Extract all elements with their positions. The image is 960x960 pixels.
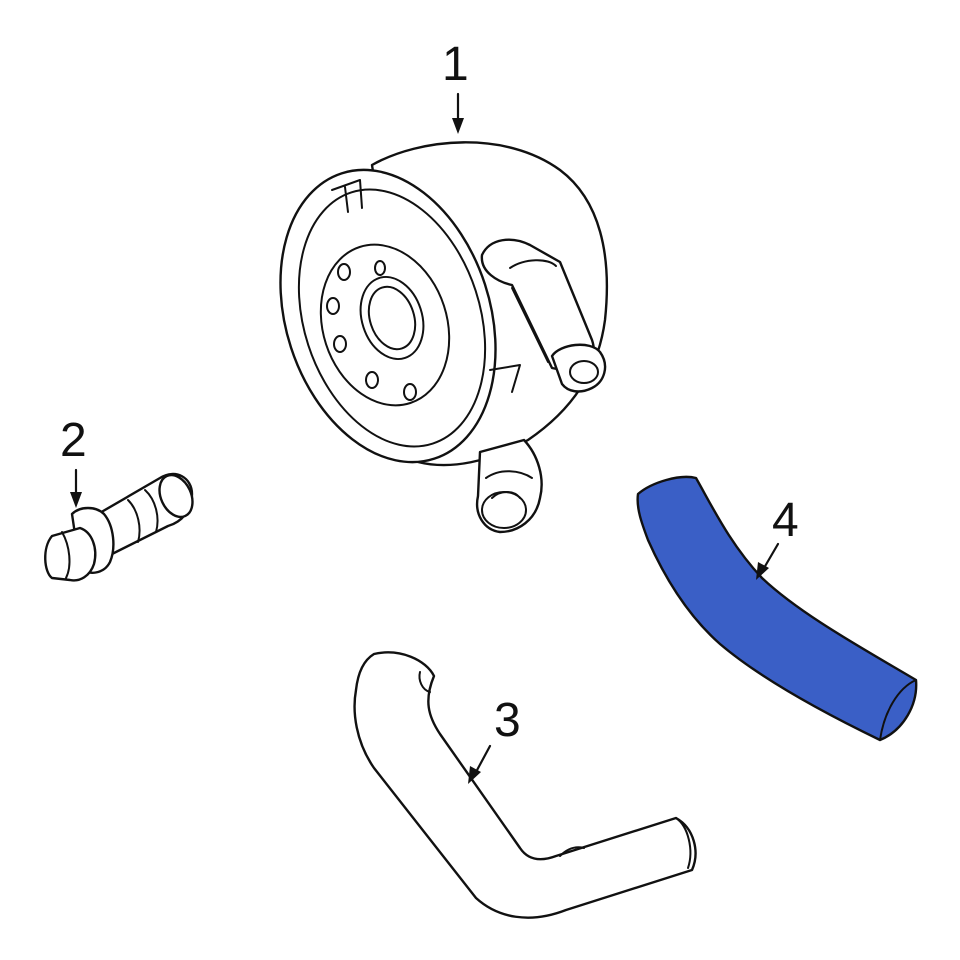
callout-2: 2 [60,414,87,508]
cooler-upper-nipple [550,343,607,393]
cooler-center-bore [359,275,425,361]
part-oil-cooler[interactable] [245,141,609,534]
callout-number-1: 1 [442,38,469,91]
cooler-side-tab [489,364,521,393]
callout-1: 1 [442,38,469,134]
part-connector-stud[interactable] [44,470,199,582]
callout-number-3: 3 [494,694,521,747]
callout-3: 3 [468,694,521,784]
stud-head [44,526,97,582]
cooler-lower-fitting [475,438,543,534]
cooler-front-face [279,168,497,464]
cooler-center-bore-inner [367,285,417,351]
upper-hose-end [879,679,917,741]
callout-4: 4 [756,494,799,580]
cooler-face-rim [297,188,487,448]
callout-number-2: 2 [60,414,87,467]
upper-hose-body [636,475,918,742]
callout-number-4: 4 [772,494,799,547]
lower-hose-body [353,651,697,919]
cooler-bolt-holes [326,260,417,401]
part-upper-hose[interactable] [636,475,918,742]
part-lower-hose[interactable] [353,651,697,919]
cooler-face-inner [319,243,451,407]
cooler-top-tab [331,179,363,213]
